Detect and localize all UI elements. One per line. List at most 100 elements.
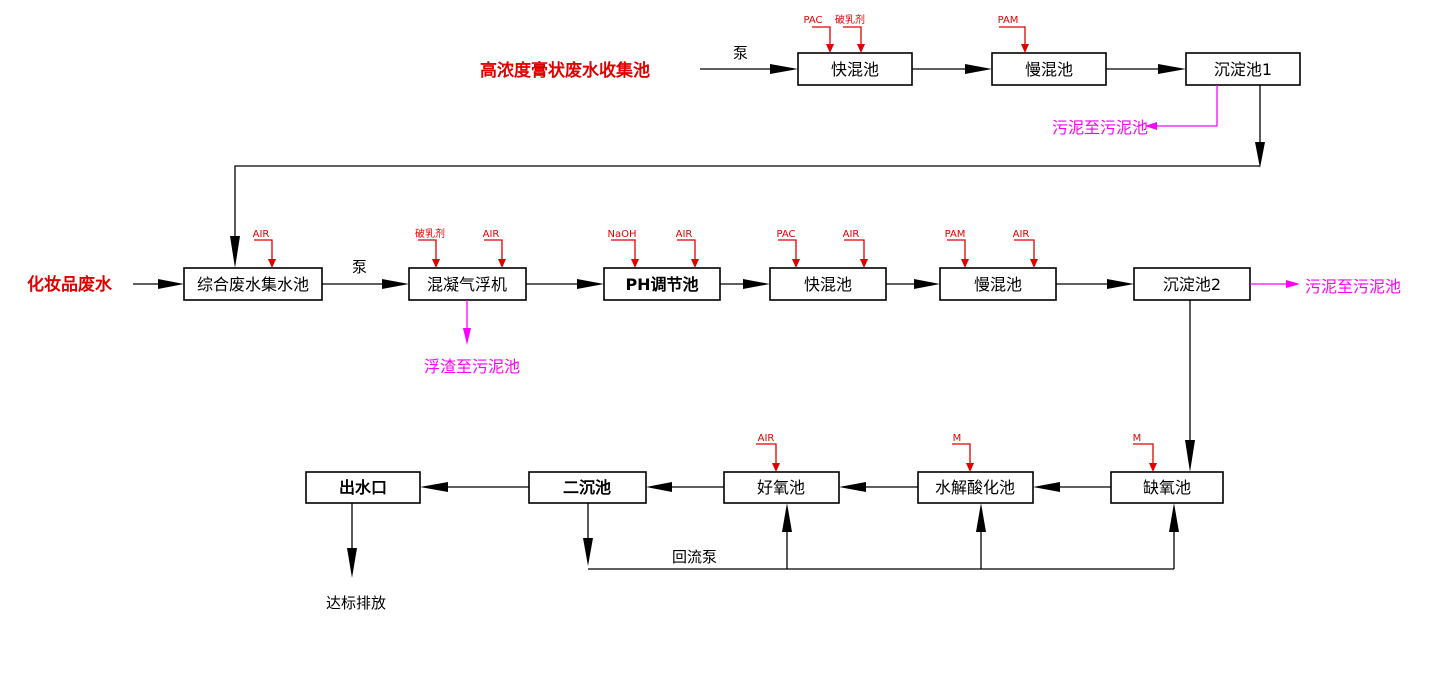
air-dose-line — [254, 239, 273, 263]
sludge-arrow — [1145, 122, 1157, 130]
air-label-daf: AIR — [483, 229, 500, 240]
aerobic-label: 好氧池 — [757, 478, 805, 497]
sludge-arrow — [1286, 280, 1300, 288]
dose-arrow — [268, 259, 276, 268]
r1-fast-mix-label: 快混池 — [831, 60, 879, 79]
sludge-label-r2: 污泥至污泥池 — [1305, 277, 1401, 296]
r2-slow-mix-label: 慢混池 — [974, 275, 1022, 294]
arrow-head — [782, 503, 792, 532]
naoh-label: NaOH — [608, 229, 637, 240]
arrow-head — [420, 482, 448, 492]
reflux-pump-label: 回流泵 — [672, 548, 717, 566]
air-label-fast: AIR — [843, 229, 860, 240]
air-label-slow: AIR — [1013, 229, 1030, 240]
arrow-head — [965, 64, 992, 74]
outlet-box — [305, 471, 421, 504]
pam-dose-line — [999, 26, 1026, 48]
r2-fast-mix-label: 快混池 — [804, 275, 852, 294]
r1-settle-label: 沉淀池1 — [1214, 60, 1272, 79]
breaker-dose-line — [418, 239, 437, 263]
pac-dose-line — [778, 239, 797, 263]
r1-settle-box — [1185, 52, 1301, 86]
air-label-aerobic: AIR — [758, 433, 775, 444]
dose-arrow — [961, 259, 969, 268]
ph-tank-box — [603, 267, 721, 301]
breaker-label: 破乳剂 — [835, 13, 865, 26]
arrow-head — [770, 64, 798, 74]
outlet-label: 出水口 — [339, 478, 387, 497]
dose-arrow — [826, 44, 834, 53]
daf-label: 混凝气浮机 — [427, 275, 507, 294]
dose-arrow — [1149, 463, 1157, 472]
air-dose-line — [1014, 239, 1035, 263]
dose-arrow — [498, 259, 506, 268]
arrow-head — [1169, 503, 1179, 532]
cosmetic-source-label: 化妆品废水 — [27, 274, 113, 295]
pac-dose-line — [812, 26, 831, 48]
arrow-head — [839, 482, 866, 492]
dose-arrow — [966, 463, 974, 472]
arrow-head — [1255, 142, 1265, 168]
m-label-anoxic: M — [1133, 433, 1142, 444]
dose-arrow — [631, 259, 639, 268]
arrow-head — [347, 548, 357, 578]
arrow-head — [646, 482, 672, 492]
pump-label-2: 泵 — [352, 258, 367, 276]
r1-slow-mix-label: 慢混池 — [1025, 60, 1073, 79]
arrow-head — [1185, 440, 1195, 472]
arrow-head — [577, 279, 604, 289]
sludge-label-r1: 污泥至污泥池 — [1052, 118, 1148, 137]
arrow-head — [1033, 482, 1060, 492]
scum-arrow — [463, 328, 471, 345]
air-dose-line — [844, 239, 865, 263]
arrow-head — [1158, 64, 1186, 74]
secondary-clarifier-label: 二沉池 — [563, 478, 611, 497]
dose-arrow — [857, 44, 865, 53]
collect-tank-label: 综合废水集水池 — [197, 275, 309, 294]
air-dose-line — [484, 239, 503, 263]
arrow-head — [976, 503, 986, 532]
dose-arrow — [772, 463, 780, 472]
dose-arrow — [860, 259, 868, 268]
hydrolysis-label: 水解酸化池 — [935, 478, 1015, 497]
pac-label: PAC — [803, 15, 822, 26]
arrow-head — [583, 538, 593, 566]
pam-dose-line — [947, 239, 966, 263]
sludge-line-r1 — [1157, 85, 1218, 127]
arrow-head — [230, 236, 240, 268]
air-label-ph: AIR — [676, 229, 693, 240]
air-label-collect: AIR — [253, 229, 270, 240]
dose-arrow — [792, 259, 800, 268]
discharge-label: 达标排放 — [326, 594, 386, 612]
r2-settle-label: 沉淀池2 — [1163, 275, 1221, 294]
ph-tank-label: PH调节池 — [625, 275, 698, 294]
air-dose-line — [756, 443, 777, 467]
air-dose-line — [677, 239, 696, 263]
pac-label-r2: PAC — [776, 229, 795, 240]
arrow-head — [382, 279, 409, 289]
dose-arrow — [432, 259, 440, 268]
breaker-label-daf: 破乳剂 — [415, 227, 445, 240]
r2-settle-box — [1133, 267, 1251, 301]
pam-label-r2: PAM — [945, 229, 966, 240]
arrow-head — [158, 279, 184, 289]
arrow-head — [1107, 279, 1134, 289]
anoxic-label: 缺氧池 — [1143, 478, 1191, 497]
m-dose-line — [952, 443, 971, 467]
m-label-hydrolysis: M — [953, 433, 962, 444]
high-conc-source-label: 高浓度膏状废水收集池 — [480, 60, 650, 81]
r2-fast-mix-box — [769, 267, 887, 301]
scum-label: 浮渣至污泥池 — [424, 357, 520, 376]
arrow-head — [914, 279, 940, 289]
dose-arrow — [691, 259, 699, 268]
m-dose-line — [1133, 443, 1154, 467]
dose-arrow — [1030, 259, 1038, 268]
naoh-dose-line — [611, 239, 636, 263]
dose-arrow — [1021, 44, 1029, 53]
flow-line — [234, 165, 1260, 236]
breaker-dose-line — [843, 26, 862, 48]
anoxic-box — [1110, 471, 1224, 504]
arrow-head — [743, 279, 770, 289]
pump-label-1: 泵 — [733, 44, 748, 62]
